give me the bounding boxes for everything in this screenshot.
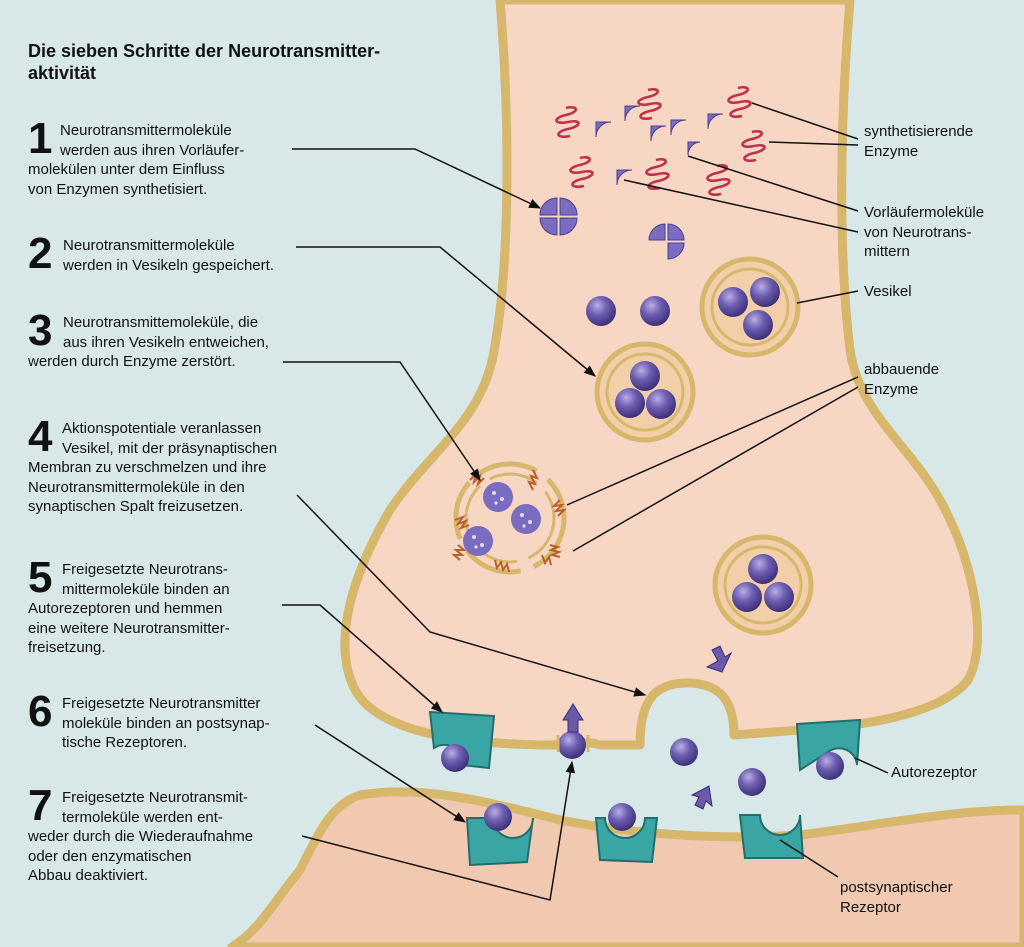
step-7: 7 Freigesetzte Neurotransmit- termolekül… — [28, 782, 253, 886]
step-number: 1 — [28, 114, 53, 163]
step-text: Freigesetzte Neurotrans- mittermoleküle … — [28, 560, 230, 658]
step-line: von Enzymen synthetisiert. — [28, 180, 208, 198]
step-line: freisetzung. — [28, 639, 106, 656]
step-number: 2 — [28, 229, 53, 278]
label-line: Enzyme — [864, 142, 919, 160]
step-line: tische Rezeptoren. — [62, 734, 188, 751]
vesicle-lower — [712, 534, 814, 636]
label-line: Autorezeptor — [891, 764, 977, 781]
step-line: synaptischen Spalt freizusetzen. — [28, 498, 244, 515]
pointer-lines — [282, 102, 889, 901]
step-line: werden durch Enzyme zerstört. — [28, 353, 236, 370]
diagram-title: Die sieben Schritte der Neurotransmitter… — [28, 40, 380, 84]
step-line: Freigesetzte Neurotransmitter — [62, 695, 261, 712]
step-line: molekülen unter dem Einfluss — [28, 161, 225, 178]
step-text: Neurotransmittermoleküle werden in Vesik… — [28, 236, 274, 275]
step-text: Neurotransmittermoleküle werden aus ihre… — [28, 121, 244, 199]
precursor-molecules — [539, 105, 724, 260]
step-line: Neurotransmittermoleküle — [60, 122, 232, 139]
bound-neurotransmitters — [441, 744, 844, 831]
step-line: oder den enzymatischen — [28, 847, 192, 865]
label-line: Enzyme — [864, 380, 919, 398]
step-text: Neurotransmittemoleküle, die aus ihren V… — [28, 313, 269, 372]
free-neurotransmitters — [558, 296, 766, 796]
step-line: Autorezeptoren und hemmen — [28, 600, 223, 617]
step-number: 4 — [28, 412, 53, 461]
vesicle-top-right — [699, 256, 801, 358]
label-line: Vorläufermoleküle — [864, 204, 985, 221]
step-line: Neurotransmittermoleküle — [63, 237, 235, 254]
label-line: Rezeptor — [840, 898, 901, 916]
label-postsynaptic-receptor: postsynaptischer Rezeptor — [840, 878, 953, 917]
receptors — [428, 710, 862, 867]
step-1: 1 Neurotransmittermoleküle werden aus ih… — [28, 115, 244, 199]
step-text: Freigesetzte Neurotransmitter moleküle b… — [28, 694, 270, 753]
step-number: 7 — [28, 781, 53, 830]
step-line: weder durch die Wiederaufnahme — [28, 828, 254, 845]
step-line: Freigesetzte Neurotransmit- — [62, 789, 248, 806]
label-line: synthetisierende — [864, 123, 974, 140]
label-vesicle: Vesikel — [864, 282, 912, 302]
label-line: von Neurotrans- — [864, 223, 972, 241]
step-line: termoleküle werden ent- — [62, 808, 223, 826]
step-5: 5 Freigesetzte Neurotrans- mittermolekül… — [28, 554, 230, 658]
title-line: Die sieben Schritte der Neurotransmitter… — [28, 41, 381, 61]
step-line: Neurotransmittemoleküle, die — [63, 314, 259, 331]
step-4: 4 Aktionspotentiale veranlassen Vesikel,… — [28, 413, 277, 517]
label-synthesizing-enzymes: synthetisierende Enzyme — [864, 122, 973, 161]
step-number: 5 — [28, 553, 53, 602]
degrading-vesicle — [451, 461, 567, 575]
step-line: moleküle binden an postsynap- — [62, 714, 270, 732]
membrane-gaps — [556, 735, 590, 752]
step-line: werden in Vesikeln gespeichert. — [63, 256, 274, 274]
step-line: Freigesetzte Neurotrans- — [62, 561, 228, 578]
step-number: 3 — [28, 306, 53, 355]
step-line: mittermoleküle binden an — [62, 580, 230, 598]
step-line: aus ihren Vesikeln entweichen, — [63, 333, 269, 351]
label-line: Vesikel — [864, 283, 912, 300]
label-degrading-enzymes: abbauende Enzyme — [864, 360, 939, 399]
title-line: aktivität — [28, 63, 97, 83]
step-2: 2 Neurotransmittermoleküle werden in Ves… — [28, 230, 274, 278]
label-autoreceptor: Autorezeptor — [891, 763, 977, 783]
label-line: mittern — [864, 243, 910, 260]
label-precursor-molecules: Vorläufermoleküle von Neurotrans- mitter… — [864, 203, 984, 262]
step-line: Abbau deaktiviert. — [28, 867, 149, 884]
step-6: 6 Freigesetzte Neurotransmitter moleküle… — [28, 688, 270, 753]
step-line: Membran zu verschmelzen und ihre — [28, 459, 267, 476]
postsynaptic-neuron — [227, 787, 1024, 947]
step-text: Aktionspotentiale veranlassen Vesikel, m… — [28, 419, 277, 517]
purple-arrows — [562, 645, 733, 810]
step-line: Aktionspotentiale veranlassen — [62, 420, 262, 437]
label-line: abbauende — [864, 361, 940, 378]
step-line: eine weitere Neurotransmitter- — [28, 619, 230, 637]
synthesizing-enzymes — [555, 86, 766, 196]
step-line: Neurotransmittermoleküle in den — [28, 478, 245, 496]
label-line: postsynaptischer — [840, 879, 953, 896]
vesicle-middle — [594, 341, 696, 443]
step-3: 3 Neurotransmittemoleküle, die aus ihren… — [28, 307, 269, 372]
step-text: Freigesetzte Neurotransmit- termoleküle … — [28, 788, 253, 886]
step-line: werden aus ihren Vorläufer- — [60, 141, 245, 159]
step-line: Vesikel, mit der präsynaptischen — [62, 439, 278, 457]
step-number: 6 — [28, 687, 53, 736]
